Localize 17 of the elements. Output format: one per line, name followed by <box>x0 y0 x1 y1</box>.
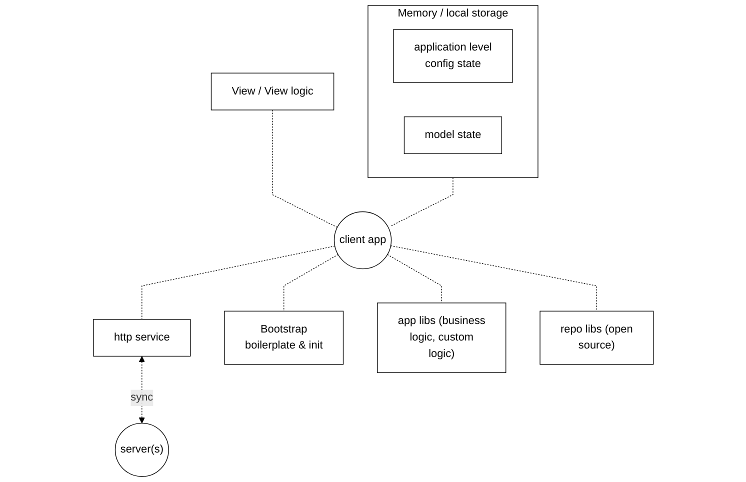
node-box: View / View logic <box>210 72 334 110</box>
node-box: model state <box>404 116 502 154</box>
arrow <box>138 356 145 424</box>
connector <box>386 254 442 304</box>
connector <box>390 177 453 226</box>
node-circle: client app <box>334 211 392 270</box>
node-box: Bootstrap boilerplate & init <box>224 310 344 365</box>
edge-label: sync <box>130 392 153 404</box>
node-box: http service <box>92 319 190 357</box>
node-circle: server(s) <box>114 422 169 477</box>
node-box: app libs (business logic, custom logic) <box>376 302 506 373</box>
connector <box>283 254 338 312</box>
connector <box>272 110 338 228</box>
connector <box>390 245 597 312</box>
node-box: repo libs (open source) <box>539 310 654 365</box>
connector <box>141 246 335 320</box>
node-box: application level config state <box>392 29 512 83</box>
